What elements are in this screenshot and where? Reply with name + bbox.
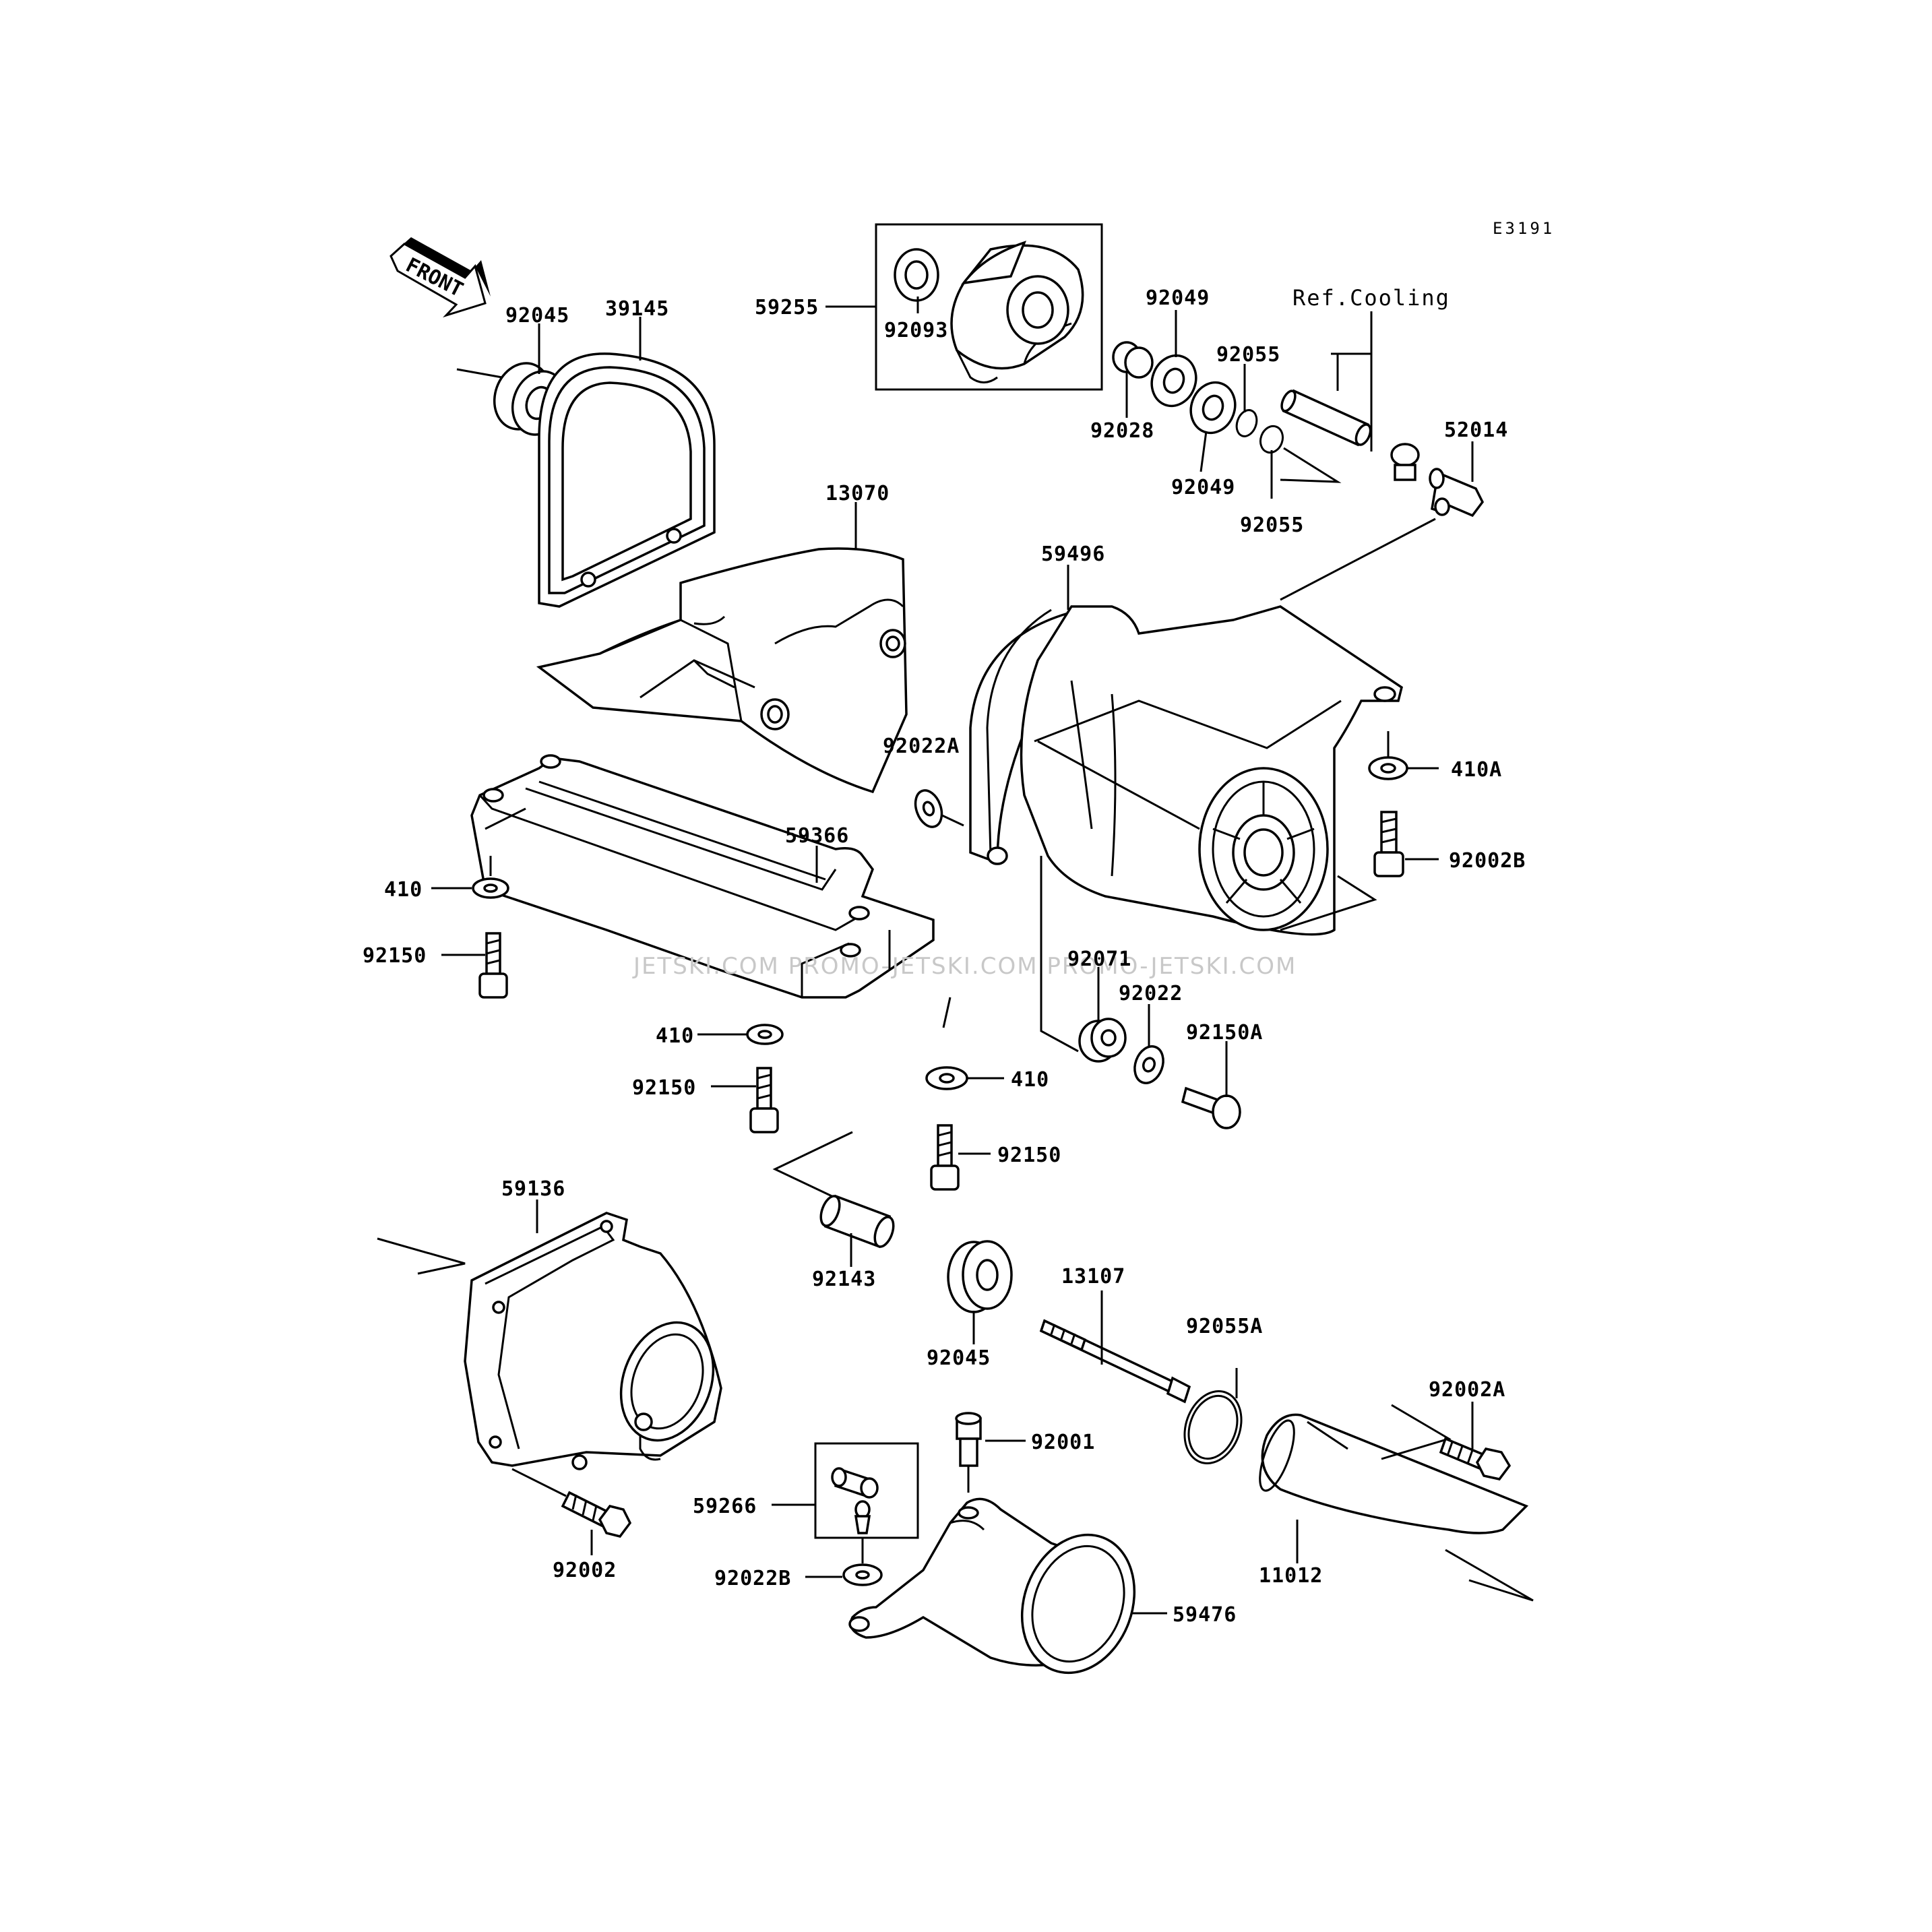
bolt-92002-drawing [511,1468,632,1538]
label-59136: 59136 [501,1177,565,1201]
label-59366: 59366 [785,824,849,848]
label-92093: 92093 [884,319,948,342]
label-92055-lower: 92055 [1240,513,1304,537]
label-92022A: 92022A [883,735,960,758]
rubber-mount-92071-drawing [1040,856,1127,1063]
leader-lines [431,297,1474,1615]
o-ring-92055A-drawing [1183,1390,1243,1464]
label-59496: 59496 [1041,542,1105,566]
label-92150-middle: 92150 [632,1076,696,1100]
label-92150-lower: 92150 [997,1144,1061,1167]
bolt-92002A-drawing [1439,1437,1512,1481]
impeller-59255-drawing [875,223,1103,391]
diagram-code: E3191 [1493,219,1555,238]
washer-92022-drawing [1133,1045,1164,1084]
cover-13070-drawing [536,547,908,794]
bolt-92001-drawing [955,1412,982,1493]
housing-59136-drawing [377,1212,722,1470]
seal-set-drawing [1112,341,1342,483]
bolt-92002B-drawing [1373,811,1404,877]
washer-410-middle-drawing [746,1024,784,1045]
label-92022B: 92022B [714,1567,791,1590]
bracket-59366-drawing [470,754,952,1028]
label-92150-left: 92150 [363,944,427,968]
washer-92022B-drawing [842,1563,883,1586]
washer-410-left-drawing [472,856,509,899]
label-39145: 39145 [605,297,669,321]
label-410A: 410A [1451,758,1502,782]
nozzle-59476-drawing [848,1497,1136,1675]
washer-92022A-drawing [914,789,964,828]
bolt-92150-left-drawing [478,932,508,999]
ref-cooling-note: Ref.Cooling [1292,285,1450,311]
label-59255: 59255 [755,296,819,319]
elbow-fitting-52014-drawing [1280,468,1485,601]
pump-case-59496-drawing [969,605,1403,936]
shaft-13107-drawing [1039,1319,1191,1404]
label-410-right: 410 [1011,1068,1049,1092]
label-92049-upper: 92049 [1146,286,1210,310]
watermark: JETSKI.COM PROMO-JETSKI.COM PROMO-JETSKI… [632,953,1297,980]
label-13107: 13107 [1061,1265,1125,1288]
front-arrow-icon: FRONT [389,237,491,318]
label-92055A: 92055A [1186,1315,1263,1338]
bolt-92150-middle-drawing [749,1067,779,1133]
bolt-92150-lower-drawing [930,1124,960,1191]
label-92001: 92001 [1031,1431,1095,1454]
label-11012: 11012 [1259,1564,1323,1588]
spacer-92143-drawing [772,1131,895,1249]
label-59266: 59266 [693,1495,757,1518]
label-13070: 13070 [825,482,890,505]
label-92049-lower: 92049 [1171,476,1235,499]
gasket-39145-drawing [538,352,716,608]
label-410-middle: 410 [656,1024,694,1048]
label-92022: 92022 [1119,982,1183,1005]
bolt-92150A-drawing [1181,1086,1241,1129]
grease-fitting-59266-drawing [814,1442,919,1563]
label-92002: 92002 [553,1559,617,1582]
label-92002A: 92002A [1429,1378,1505,1402]
cooling-hose-drawing [1280,389,1420,481]
label-92143: 92143 [812,1268,876,1291]
cap-11012-drawing [1259,1404,1534,1602]
label-92055-upper: 92055 [1216,343,1280,367]
bearing-92045-lower-drawing [947,1240,1013,1313]
label-92028: 92028 [1090,419,1154,443]
washer-410A-drawing [1368,731,1408,780]
label-92045-top: 92045 [505,304,569,328]
label-410-left: 410 [384,878,423,902]
label-92045-lower: 92045 [927,1346,991,1370]
label-52014: 52014 [1444,418,1508,442]
label-92071: 92071 [1067,947,1131,971]
label-92150A: 92150A [1186,1021,1263,1045]
label-59476: 59476 [1173,1603,1237,1627]
washer-410-right-drawing [925,1066,968,1090]
label-92002B: 92002B [1449,849,1526,873]
